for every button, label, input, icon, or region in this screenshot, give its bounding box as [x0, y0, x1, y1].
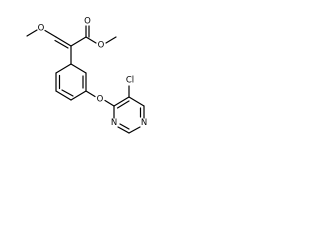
bond	[117, 126, 130, 134]
acrylate-side-chain	[26, 25, 117, 65]
pyrimidine-nitrogen-upper-label: N	[141, 118, 147, 128]
bond	[26, 29, 38, 37]
bond	[119, 123, 130, 130]
benzene-ring	[55, 63, 87, 101]
atom-labels: O O O O N N Cl	[38, 17, 148, 129]
bond	[70, 36, 87, 47]
chlorine-label: Cl	[126, 76, 134, 86]
carbonyl-oxygen-label: O	[84, 17, 91, 27]
bond	[54, 39, 69, 49]
bond	[61, 89, 74, 97]
bond	[44, 29, 57, 38]
bond	[113, 96, 130, 107]
bond	[128, 96, 145, 107]
bond	[85, 90, 96, 98]
bond	[85, 36, 97, 44]
bond	[55, 90, 72, 101]
ether-link	[85, 90, 115, 107]
ester-oxygen-label: O	[98, 41, 105, 51]
pyrimidine-nitrogen-lower-label: N	[111, 118, 117, 128]
bond	[104, 99, 115, 107]
bond	[105, 36, 117, 44]
bond	[55, 63, 72, 74]
bond	[116, 100, 130, 109]
bond	[55, 36, 72, 47]
bond	[70, 90, 87, 101]
bond	[70, 63, 87, 74]
chemical-structure-diagram: O O O O N N Cl	[26, 17, 148, 134]
ether-oxygen-label: O	[97, 95, 104, 105]
bond	[128, 126, 141, 134]
methoxy-oxygen-label: O	[38, 24, 45, 34]
pyrimidine-ring	[113, 85, 145, 134]
